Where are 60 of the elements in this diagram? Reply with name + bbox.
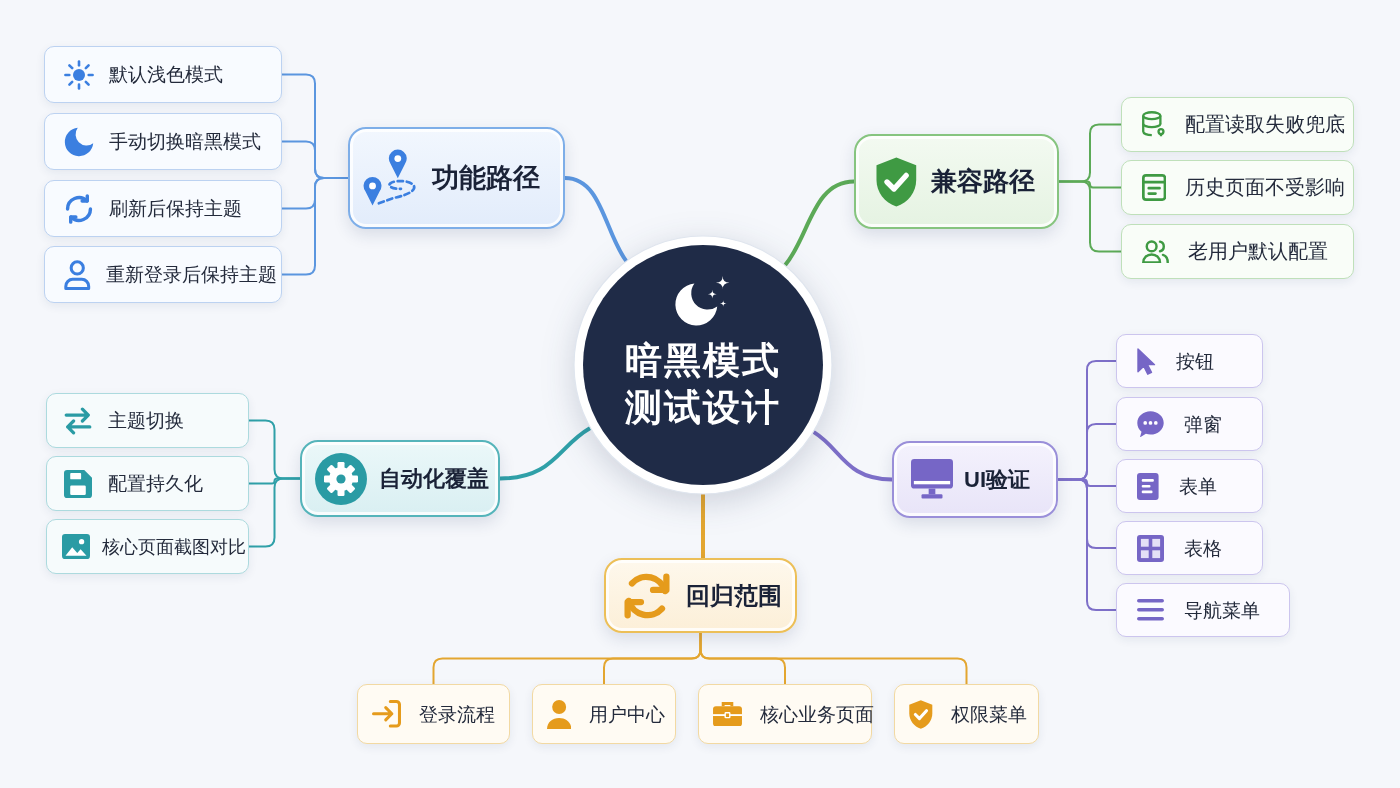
- connector-line: [248, 477, 301, 548]
- connector-line: [281, 177, 349, 276]
- item-box: [46, 456, 249, 511]
- item-label: 弹窗: [1184, 412, 1222, 437]
- item-label: 权限菜单: [950, 702, 1027, 727]
- item-label: 默认浅色模式: [109, 63, 223, 87]
- topic-title: 功能路径: [431, 162, 540, 195]
- item-label: 主题切换: [108, 409, 184, 433]
- item-box: [44, 46, 282, 103]
- connector-line: [701, 493, 705, 560]
- item-box: [1116, 521, 1263, 575]
- item-label: 表单: [1178, 474, 1217, 499]
- item-label: 刷新后保持主题: [109, 197, 242, 221]
- item-label: 手动切换暗黑模式: [109, 130, 261, 154]
- item-box: [44, 180, 282, 237]
- topic-box: [854, 134, 1059, 229]
- item-box: [46, 519, 249, 574]
- item-box: [1116, 459, 1263, 513]
- item-box: [357, 684, 510, 744]
- item-box: [44, 113, 282, 170]
- item-label: 表格: [1184, 536, 1222, 561]
- connector-line: [699, 632, 968, 685]
- connector-line: [1057, 478, 1117, 611]
- item-box: [46, 393, 249, 448]
- topic-title: UI验证: [964, 465, 1030, 494]
- item-label: 老用户默认配置: [1188, 239, 1328, 264]
- connector-line: [1058, 180, 1122, 253]
- topic-box: [892, 441, 1058, 518]
- item-box: [1121, 97, 1354, 152]
- item-label: 用户中心: [589, 702, 666, 727]
- topic-title: 回归范围: [686, 580, 782, 611]
- connector-line: [563, 176, 628, 263]
- topic-title: 自动化覆盖: [379, 464, 489, 493]
- item-label: 核心业务页面: [760, 702, 874, 727]
- item-label: 配置读取失败兜底: [1184, 112, 1345, 137]
- item-label: 配置持久化: [108, 472, 203, 496]
- item-label: 按钮: [1175, 349, 1214, 374]
- item-label: 登录流程: [419, 702, 495, 727]
- item-box: [894, 684, 1039, 744]
- item-box: [1121, 224, 1354, 279]
- item-box: [698, 684, 872, 744]
- item-box: [44, 246, 282, 303]
- item-box: [1116, 583, 1290, 637]
- item-box: [1116, 334, 1263, 388]
- topic-title: 兼容路径: [930, 165, 1035, 198]
- item-box: [1116, 397, 1263, 451]
- connector-line: [783, 179, 856, 267]
- item-label: 核心页面截图对比: [102, 535, 246, 559]
- center-circle: [573, 235, 833, 495]
- center-title: 暗黑模式测试设计: [624, 338, 782, 430]
- connector-line: [498, 426, 592, 481]
- topic-box: [300, 440, 500, 517]
- item-box: [532, 684, 676, 744]
- item-label: 导航菜单: [1184, 598, 1260, 623]
- topic-box: [604, 558, 797, 633]
- item-label: 历史页面不受影响: [1185, 175, 1346, 200]
- item-label: 重新登录后保持主题: [105, 263, 277, 287]
- connector-line: [812, 430, 894, 482]
- topic-box: [348, 127, 565, 229]
- item-box: [1121, 160, 1354, 215]
